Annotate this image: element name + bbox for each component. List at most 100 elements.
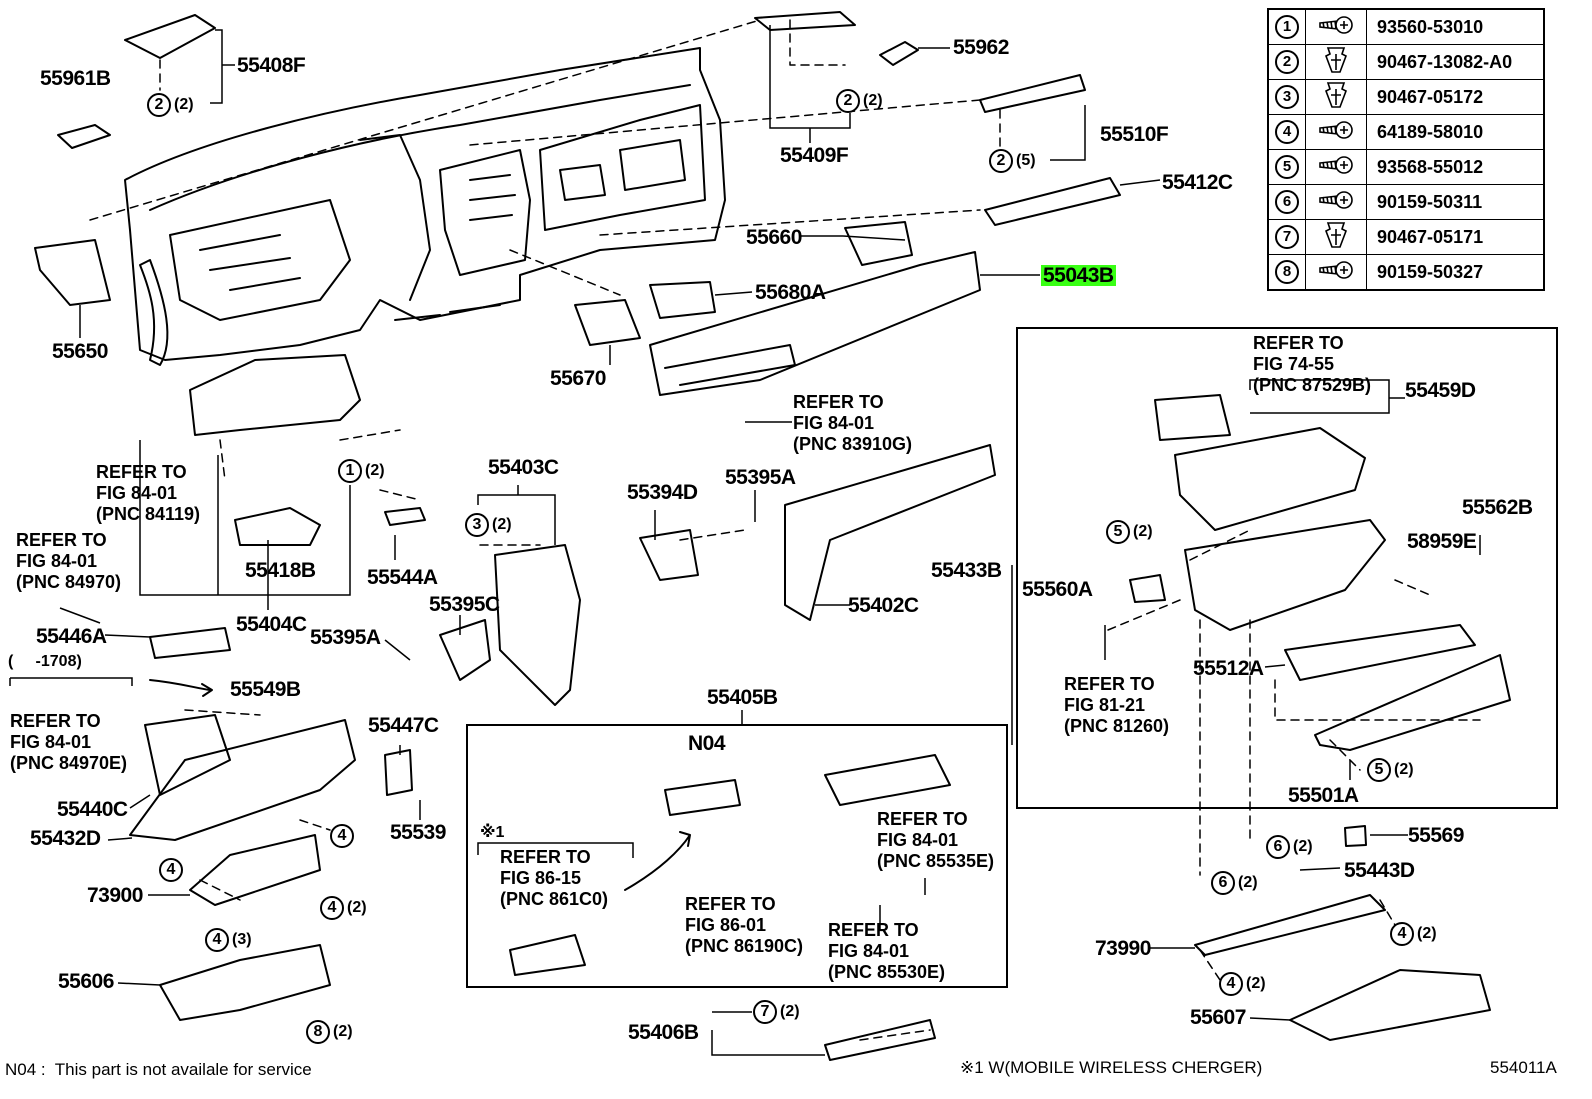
part-label-55409F[interactable]: 55409F <box>780 144 849 167</box>
part-label-55043B[interactable]: 55043B <box>1041 264 1116 287</box>
part-label-55539[interactable]: 55539 <box>390 821 446 844</box>
55501A-drawing <box>1314 654 1511 751</box>
part-label-55447C[interactable]: 55447C <box>368 714 439 737</box>
fastener-callout-circle[interactable]: 5 <box>1367 758 1391 782</box>
fastener-row[interactable]: 7 90467-05171 <box>1267 219 1545 255</box>
part-label-N04[interactable]: N04 <box>688 732 726 755</box>
part-label-55446A[interactable]: 55446A <box>36 625 107 648</box>
part-label-55962[interactable]: 55962 <box>953 36 1009 59</box>
fastener-callout-circle[interactable]: 4 <box>159 858 183 882</box>
fastener-callout-circle[interactable]: 4 <box>1390 922 1414 946</box>
meter-hood-drawing <box>189 354 361 436</box>
part-label-55432D[interactable]: 55432D <box>30 827 101 850</box>
fastener-callout-qty: (2) <box>174 96 194 113</box>
fastener-callout-circle[interactable]: 2 <box>836 89 860 113</box>
refer-note-84970E[interactable]: REFER TO FIG 84-01 (PNC 84970E) <box>10 711 128 773</box>
fastener-number: 7 <box>1275 225 1299 249</box>
part-label-55405B[interactable]: 55405B <box>707 686 778 709</box>
part-label-55670[interactable]: 55670 <box>550 367 606 390</box>
fastener-number: 5 <box>1275 155 1299 179</box>
refer-note-861C0[interactable]: REFER TO FIG 86-15 (PNC 861C0) <box>500 847 609 909</box>
part-label-55408F[interactable]: 55408F <box>237 54 306 77</box>
part-label-55510F[interactable]: 55510F <box>1100 123 1169 146</box>
55409F-drawing <box>754 11 856 31</box>
fastener-part-number[interactable]: 64189-58010 <box>1366 114 1545 150</box>
refer-note-83910G[interactable]: REFER TO FIG 84-01 (PNC 83910G) <box>793 392 913 454</box>
part-label-55549B[interactable]: 55549B <box>230 678 301 701</box>
refer-note-87529B[interactable]: REFER TO FIG 74-55 (PNC 87529B) <box>1253 333 1372 395</box>
part-label-55402C[interactable]: 55402C <box>848 594 919 617</box>
part-label-55544A[interactable]: 55544A <box>367 566 438 589</box>
fastener-row[interactable]: 8 90159-50327 <box>1267 254 1545 291</box>
part-label-55394D[interactable]: 55394D <box>627 481 698 504</box>
part-label-55569[interactable]: 55569 <box>1408 824 1464 847</box>
fastener-callout-circle[interactable]: 2 <box>989 149 1013 173</box>
fastener-callout-circle[interactable]: 4 <box>320 896 344 920</box>
part-label-55459D[interactable]: 55459D <box>1405 379 1476 402</box>
refer-note-86190C[interactable]: REFER TO FIG 86-01 (PNC 86190C) <box>685 894 804 956</box>
part-label-55395A[interactable]: 55395A <box>310 626 381 649</box>
part-label-55501A[interactable]: 55501A <box>1288 784 1359 807</box>
fastener-callout-circle[interactable]: 4 <box>330 824 354 848</box>
refer-note-85535E[interactable]: REFER TO FIG 84-01 (PNC 85535E) <box>877 809 995 871</box>
part-label-55418B[interactable]: 55418B <box>245 559 316 582</box>
refer-note-85530E[interactable]: REFER TO FIG 84-01 (PNC 85530E) <box>828 920 946 982</box>
part-label-55404C[interactable]: 55404C <box>236 613 307 636</box>
part-label-55650[interactable]: 55650 <box>52 340 108 363</box>
fastener-callout-circle[interactable]: 4 <box>205 928 229 952</box>
part-label-55562B[interactable]: 55562B <box>1462 496 1533 519</box>
part-label-55395C[interactable]: 55395C <box>429 593 500 616</box>
refer-note-84119[interactable]: REFER TO FIG 84-01 (PNC 84119) <box>96 462 201 524</box>
part-label-55395A[interactable]: 55395A <box>725 466 796 489</box>
fastener-part-number[interactable]: 90159-50311 <box>1366 184 1545 220</box>
part-label-73900[interactable]: 73900 <box>87 884 143 907</box>
fastener-callout-circle[interactable]: 1 <box>338 459 362 483</box>
fastener-callout-circle[interactable]: 5 <box>1106 520 1130 544</box>
fastener-callout-circle[interactable]: 3 <box>465 513 489 537</box>
part-label-55512A[interactable]: 55512A <box>1193 657 1264 680</box>
part-label-55560A[interactable]: 55560A <box>1022 578 1093 601</box>
part-label-55443D[interactable]: 55443D <box>1344 859 1415 882</box>
part-label-55606[interactable]: 55606 <box>58 970 114 993</box>
part-label-55961B[interactable]: 55961B <box>40 67 111 90</box>
fastener-part-number[interactable]: 90467-05172 <box>1366 79 1545 115</box>
fastener-callout-circle[interactable]: 6 <box>1211 871 1235 895</box>
refer-note-81260[interactable]: REFER TO FIG 81-21 (PNC 81260) <box>1064 674 1170 736</box>
fastener-number: 8 <box>1275 260 1299 284</box>
part-label-73990[interactable]: 73990 <box>1095 937 1151 960</box>
part-label-55403C[interactable]: 55403C <box>488 456 559 479</box>
fastener-callout-circle[interactable]: 6 <box>1266 835 1290 859</box>
55440C-drawing <box>144 714 231 796</box>
fastener-number: 4 <box>1275 120 1299 144</box>
fastener-number: 3 <box>1275 85 1299 109</box>
part-label-55440C[interactable]: 55440C <box>57 798 128 821</box>
fastener-part-number[interactable]: 93568-55012 <box>1366 149 1545 185</box>
fastener-callout-circle[interactable]: 7 <box>753 1000 777 1024</box>
fastener-callout-circle[interactable]: 8 <box>306 1020 330 1044</box>
part-label-55607[interactable]: 55607 <box>1190 1006 1246 1029</box>
55962-drawing <box>879 41 919 66</box>
part-label-55433B[interactable]: 55433B <box>931 559 1002 582</box>
wireless-charger-unit-drawing <box>824 754 951 806</box>
part-label-55680A[interactable]: 55680A <box>755 281 826 304</box>
fastener-part-number[interactable]: 90467-05171 <box>1366 219 1545 255</box>
fastener-part-number[interactable]: 93560-53010 <box>1366 8 1545 45</box>
refer-note-84970[interactable]: REFER TO FIG 84-01 (PNC 84970) <box>16 530 122 592</box>
instrument-panel-drawing <box>124 47 726 366</box>
fastener-callout-circle[interactable]: 2 <box>147 93 171 117</box>
part-label-55412C[interactable]: 55412C <box>1162 171 1233 194</box>
fastener-row[interactable]: 3 90467-05172 <box>1267 79 1545 115</box>
fastener-part-number[interactable]: 90159-50327 <box>1366 254 1545 291</box>
fastener-row[interactable]: 4 64189-58010 <box>1267 114 1545 150</box>
part-label-55660[interactable]: 55660 <box>746 226 802 249</box>
fastener-part-number[interactable]: 90467-13082-A0 <box>1366 44 1545 80</box>
part-label-55406B[interactable]: 55406B <box>628 1021 699 1044</box>
fastener-row[interactable]: 5 93568-55012 <box>1267 149 1545 185</box>
fastener-callout-circle[interactable]: 4 <box>1219 972 1243 996</box>
part-label-58959E[interactable]: 58959E <box>1407 530 1477 553</box>
